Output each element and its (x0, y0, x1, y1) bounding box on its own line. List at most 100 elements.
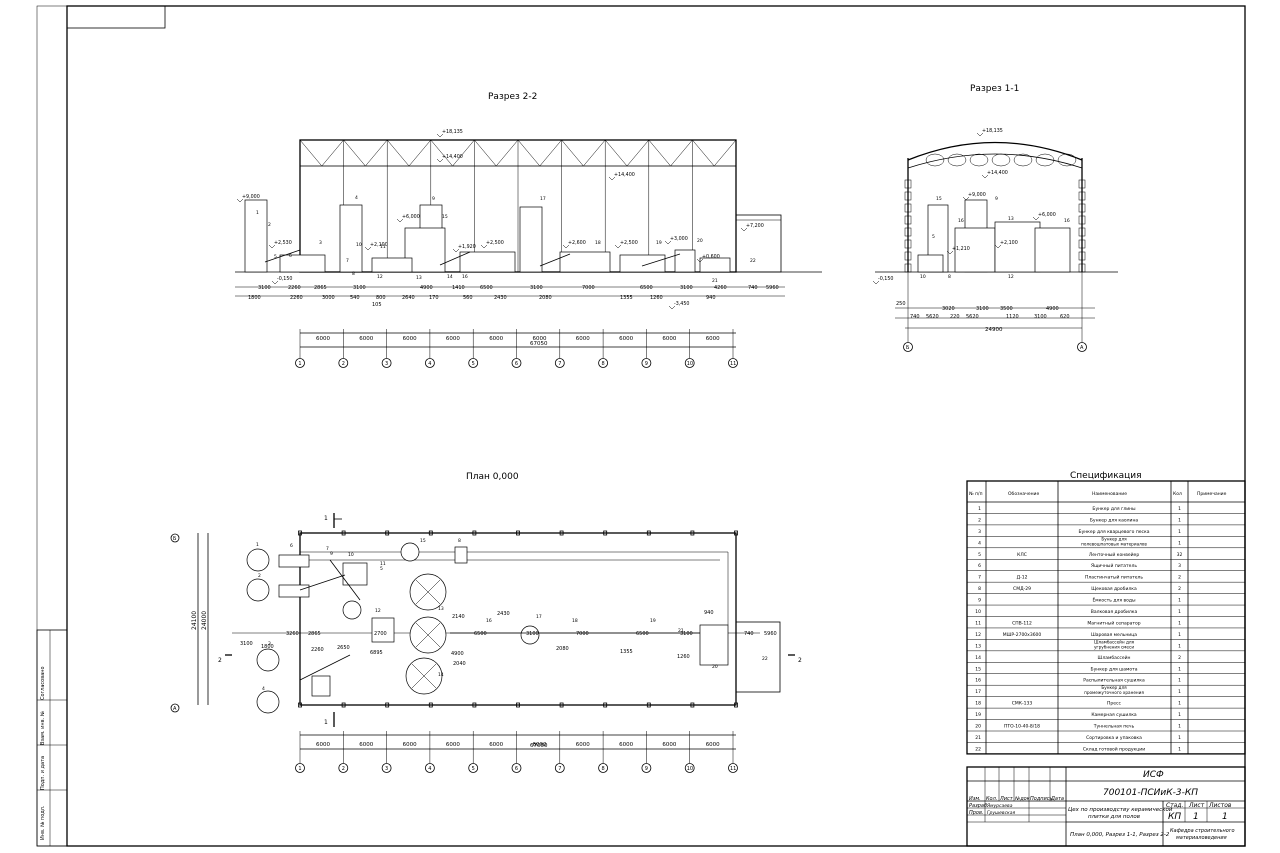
plan-total-width: 24000 (201, 611, 208, 630)
s22-dim-row2: 560 (463, 295, 473, 301)
spec-cell-num: 3 (978, 529, 981, 535)
s11-dim: 3500 (1000, 306, 1013, 312)
s22-level-mark: +1,920 (458, 244, 476, 250)
s22-dim-row1: 5960 (766, 285, 779, 291)
spec-cell-name: Камерная сушилка (1091, 712, 1137, 718)
spec-cell-num: 14 (975, 655, 981, 661)
s22-dim-row1: 2865 (314, 285, 327, 291)
plan-dim: 740 (744, 631, 754, 637)
plan-axis-bubble (684, 763, 695, 773)
s11-equip-label: 9 (995, 196, 998, 202)
s22-axis-bubble (728, 358, 738, 368)
spec-cell-name: Ленточный конвейер (1089, 551, 1140, 558)
s22-bay-dim: 6000 (316, 336, 330, 342)
spec-cell-qty: 1 (1178, 540, 1181, 546)
cut-mark-2a: 2 (218, 657, 222, 664)
s11-dim: 3100 (976, 306, 989, 312)
plan-dim: 2080 (556, 646, 569, 652)
spec-cell-num: 2 (978, 517, 981, 523)
spec-cell-qty: 1 (1178, 598, 1181, 604)
plan-dim: 6895 (370, 650, 383, 656)
s22-axis-bubble (338, 358, 349, 368)
plan-axis-bubble (295, 763, 305, 773)
s22-equip-label: 4 (355, 195, 358, 201)
spec-cell-code: ПТО-10-40-8/18 (1004, 724, 1040, 730)
s22-equip-label: 22 (750, 258, 756, 264)
plan-dim: 2260 (311, 647, 324, 653)
s22-dim-row1: 3100 (353, 285, 366, 291)
s11-dim: 1120 (1006, 314, 1019, 320)
stamp-sheet: 1 (1193, 812, 1199, 822)
spec-cell-num: 18 (975, 701, 981, 707)
s22-dim-row3: 105 (372, 302, 382, 308)
s22-axis-bubble (598, 358, 608, 368)
spec-cell-qty: 1 (1178, 712, 1181, 718)
s11-dim: 620 (1060, 314, 1070, 320)
s22-dim-row2: 540 (350, 295, 360, 301)
s22-dim-row1: 4260 (714, 285, 727, 291)
s11-equip-label: 12 (1008, 274, 1014, 280)
s22-dim-row1: 6500 (480, 285, 493, 291)
spec-cell-name: Бункер для кварцевого песка (1078, 529, 1149, 535)
s22-level-mark: +2,500 (620, 240, 638, 246)
plan-dim: 2430 (497, 611, 510, 617)
plan-axis-label: 6 (515, 766, 518, 772)
plan-equip-label: 6 (290, 543, 293, 549)
s22-equip-label: 1 (256, 210, 259, 216)
s22-dim-row1: 7000 (582, 285, 595, 291)
s22-dim-row1: 740 (748, 285, 758, 291)
side-stamp-1: Согласовано (40, 666, 46, 700)
s22-dim-row2: 2640 (402, 295, 415, 301)
s22-dim-row1: 3100 (680, 285, 693, 291)
s22-level-mark: +2,100 (370, 242, 388, 248)
s22-equip-label: 2 (268, 222, 271, 228)
s22-dim-row1: 4900 (420, 285, 433, 291)
plan-bunker (256, 648, 280, 672)
s22-dim-row1: 3100 (258, 285, 271, 291)
s22-dim-row2: 3000 (322, 295, 335, 301)
plan-bunker (256, 690, 280, 714)
s22-equip-label: 6 (289, 253, 292, 259)
plan-equip-label: 9 (330, 551, 333, 557)
plan-bay-dim: 6000 (662, 742, 676, 748)
spec-cell-name: Склад готовой продукции (1083, 745, 1145, 752)
spec-cell-num: 19 (975, 712, 981, 718)
plan-equip-label: 10 (348, 552, 354, 558)
side-stamp-4: Инв. № подл. (40, 805, 46, 840)
spec-cell-qty: 32 (1177, 552, 1183, 558)
stamp-stage: КП (1168, 812, 1181, 822)
stamp-name2: Грушевская (987, 810, 1016, 816)
plan-axis-bubble (511, 763, 522, 773)
stamp-col-kol: Кол. (986, 796, 997, 802)
s22-level-mark: +2,530 (274, 240, 292, 246)
s22-equip-label: 12 (377, 274, 383, 280)
plan-bay-dim: 6000 (489, 742, 503, 748)
spec-cell-code: КЛС (1017, 552, 1027, 558)
s22-equip-label: 14 (447, 274, 453, 280)
spec-cell-qty: 2 (1178, 655, 1181, 661)
plan-dim: 3260 (286, 631, 299, 637)
stamp-stage-label: Стад. (1166, 802, 1184, 809)
spec-cell-qty: 1 (1178, 643, 1181, 649)
spec-cell-code: Д-12 (1017, 575, 1028, 581)
s22-axis-label: 9 (645, 361, 648, 367)
s22-axis-label: 6 (515, 361, 518, 367)
plan-equip-label: 16 (486, 618, 492, 624)
plan-title: План 0,000 (466, 472, 519, 482)
plan-equip-label: 18 (572, 618, 578, 624)
plan-equip-label: 4 (262, 686, 265, 692)
plan-bunker (246, 548, 270, 572)
stamp-role2: Пров. (969, 810, 984, 816)
spec-cell-qty: 1 (1178, 529, 1181, 535)
plan-dim: 2700 (374, 631, 387, 637)
s22-axis-bubble (511, 358, 522, 368)
plan-axis-label: 1 (298, 766, 301, 772)
s22-axis-label: 10 (687, 361, 693, 367)
spec-cell-num: 22 (975, 746, 981, 752)
plan-axis-bubble (424, 763, 435, 773)
spec-cell-name: Ящичный питатель (1091, 562, 1137, 569)
plan-dim: 7000 (576, 631, 589, 637)
